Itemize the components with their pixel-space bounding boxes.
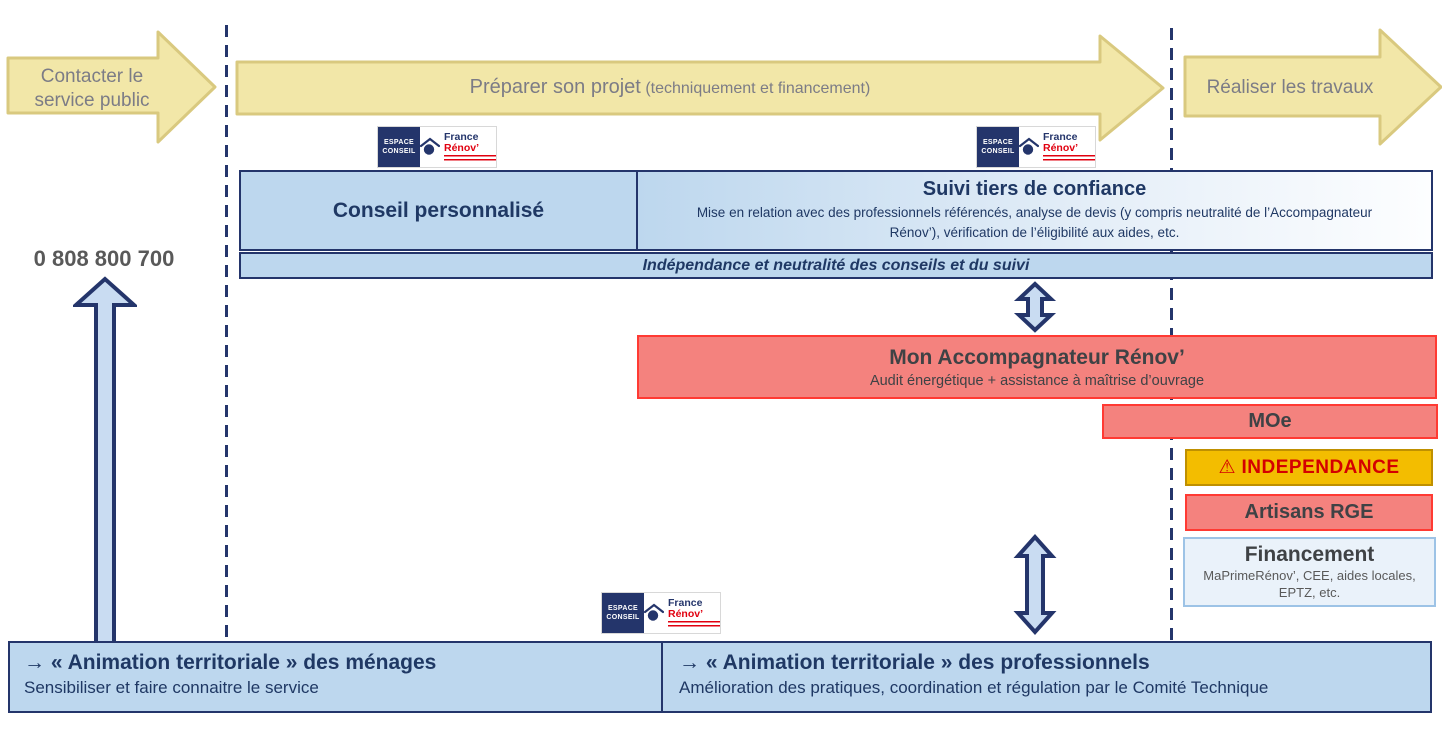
suivi-tiers-description: Mise en relation avec des professionnels…	[696, 205, 1373, 240]
logo-espace-line1: ESPACE	[383, 138, 415, 146]
step-arrow-preparer: Préparer son projet (techniquement et fi…	[330, 76, 1010, 99]
logo-renov: Rénov’	[668, 608, 704, 620]
independance-neutralite-text: Indépendance et neutralité des conseils …	[642, 256, 1030, 274]
step-arrow-contacter: Contacter le service public	[34, 66, 150, 111]
financement-description: MaPrimeRénov’, CEE, aides locales, EPTZ,…	[1203, 567, 1416, 600]
logo-tagline	[668, 621, 720, 629]
logo-france: France	[1043, 130, 1078, 143]
france-renov-brand: France Rénov’	[420, 127, 496, 167]
france-renov-brand: France Rénov’	[1019, 127, 1095, 167]
dashed-divider-right	[1170, 28, 1173, 640]
logo-espace-line2: CONSEIL	[606, 614, 640, 621]
mar-description: Audit énergétique + assistance à maîtris…	[869, 372, 1205, 389]
dashed-divider-left	[225, 25, 228, 640]
logo-tagline	[444, 155, 496, 163]
france-renov-brand: France Rénov’	[644, 593, 720, 633]
espace-conseil-block: ESPACE CONSEIL	[378, 127, 420, 167]
animation-professionnels-description: Amélioration des pratiques, coordination…	[679, 678, 1269, 697]
espace-conseil-logo: ESPACE CONSEIL France Rénov’	[378, 127, 496, 167]
independance-neutralite-bar: Indépendance et neutralité des conseils …	[239, 252, 1433, 279]
logo-espace-line1: ESPACE	[982, 138, 1014, 146]
logo-tagline	[1043, 155, 1095, 163]
animation-menages-description: Sensibiliser et faire connaitre le servi…	[24, 678, 319, 697]
logo-espace-line1: ESPACE	[607, 604, 639, 612]
financement-box: Financement MaPrimeRénov’, CEE, aides lo…	[1183, 537, 1436, 607]
step-arrow-realiser-shape	[1183, 28, 1442, 146]
moe-box: MOe	[1102, 404, 1438, 439]
step-arrow-contacter-shape	[6, 30, 217, 144]
independance-title: INDEPENDANCE	[1241, 456, 1400, 478]
step-preparer-sublabel: (techniquement et financement)	[645, 80, 871, 97]
logo-espace-line2: CONSEIL	[981, 148, 1015, 155]
moe-title: MOe	[1248, 410, 1292, 432]
logo-renov: Rénov’	[444, 142, 480, 154]
warning-icon: ⚠	[1218, 457, 1236, 478]
animation-professionnels-bar: → « Animation territoriale » des profess…	[661, 641, 1432, 713]
artisans-rge-box: Artisans RGE	[1185, 494, 1433, 531]
logo-france: France	[444, 130, 479, 143]
suivi-tiers-title: Suivi tiers de confiance	[922, 178, 1147, 201]
right-arrow-icon: →	[679, 651, 700, 674]
espace-conseil-logo: ESPACE CONSEIL France Rénov’	[602, 593, 720, 633]
mar-title: Mon Accompagnateur Rénov’	[889, 345, 1185, 369]
animation-menages-title: « Animation territoriale » des ménages	[50, 651, 437, 674]
animation-menages-bar: → « Animation territoriale » des ménages…	[8, 641, 663, 713]
artisans-rge-title: Artisans RGE	[1244, 501, 1374, 523]
espace-conseil-block: ESPACE CONSEIL	[602, 593, 644, 633]
step-arrow-preparer-shape	[235, 34, 1165, 142]
right-arrow-icon: →	[24, 651, 45, 674]
double-arrow-top	[1013, 281, 1057, 333]
logo-espace-line2: CONSEIL	[382, 148, 416, 155]
logo-renov: Rénov’	[1043, 142, 1079, 154]
double-arrow-bottom	[1013, 534, 1057, 635]
espace-conseil-logo: ESPACE CONSEIL France Rénov’	[977, 127, 1095, 167]
phone-number: 0 808 800 700	[33, 246, 175, 271]
house-icon	[1019, 137, 1039, 155]
house-icon	[644, 603, 664, 621]
conseil-personnalise-title: Conseil personnalisé	[332, 198, 545, 222]
upward-arrow	[73, 276, 137, 645]
mon-accompagnateur-renov-box: Mon Accompagnateur Rénov’ Audit énergéti…	[637, 335, 1437, 399]
step-preparer-label: Préparer son projet	[469, 76, 641, 98]
step-arrow-realiser: Réaliser les travaux	[1206, 77, 1374, 98]
animation-professionnels-title: « Animation territoriale » des professio…	[705, 651, 1150, 674]
financement-title: Financement	[1244, 542, 1375, 566]
logo-france: France	[668, 596, 703, 609]
suivi-tiers-box: Suivi tiers de confiance Mise en relatio…	[637, 170, 1433, 251]
espace-conseil-block: ESPACE CONSEIL	[977, 127, 1019, 167]
house-icon	[420, 137, 440, 155]
independance-warning-box: ⚠ INDEPENDANCE	[1185, 449, 1433, 486]
conseil-personnalise-box: Conseil personnalisé	[239, 170, 638, 251]
